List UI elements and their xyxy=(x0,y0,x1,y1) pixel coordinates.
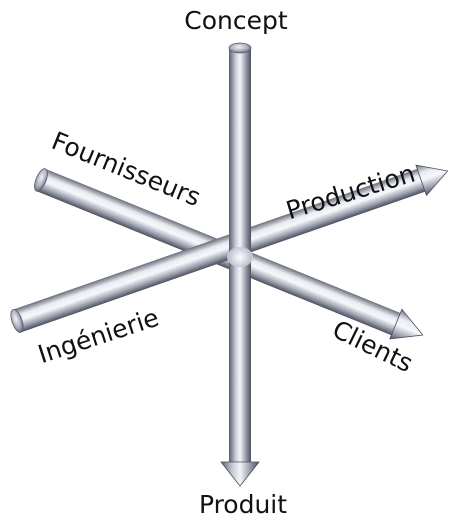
production-arrowhead xyxy=(415,164,449,197)
label-concept: Concept xyxy=(184,6,288,35)
ingenierie-production-rod xyxy=(10,164,449,333)
center-hub xyxy=(227,247,253,267)
clients-arrowhead xyxy=(389,308,424,340)
label-produit: Produit xyxy=(199,490,287,519)
produit-arrowhead xyxy=(220,461,260,487)
concept-rod-cap xyxy=(228,42,252,54)
